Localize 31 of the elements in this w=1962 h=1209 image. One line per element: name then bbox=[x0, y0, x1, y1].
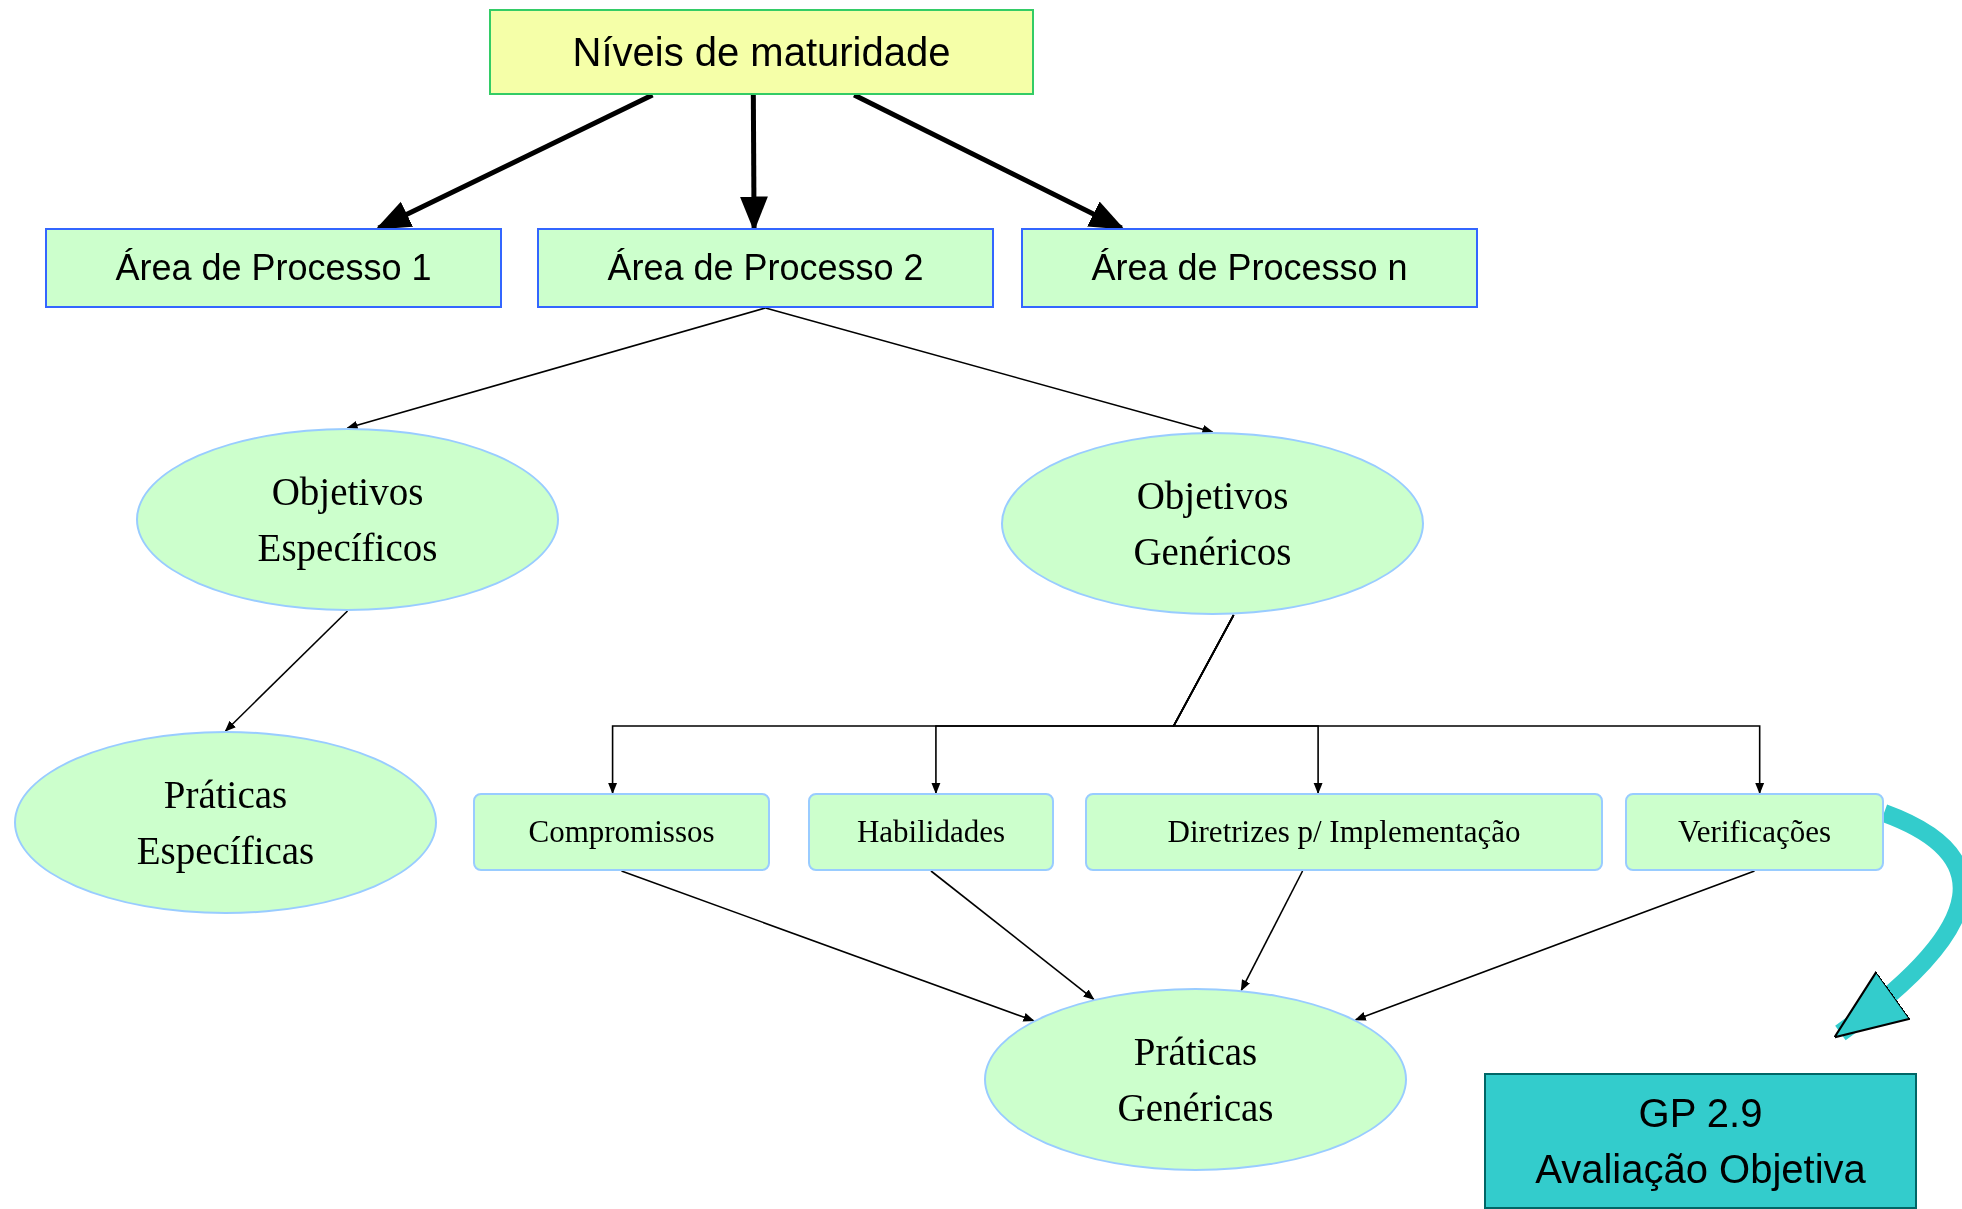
node-label: Objetivos Genéricos bbox=[1132, 472, 1293, 575]
node-label: Objetivos Específicos bbox=[256, 468, 439, 572]
arrow bbox=[224, 610, 349, 732]
arrow bbox=[1354, 870, 1756, 1021]
node-label: Avaliação Objetiva bbox=[1535, 1146, 1866, 1193]
node-label: Área de Processo 2 bbox=[607, 246, 924, 290]
process-area-box bbox=[537, 228, 994, 308]
practice-box bbox=[1085, 793, 1603, 871]
arrow bbox=[1833, 804, 1962, 1041]
node-label: Verificações bbox=[1677, 812, 1832, 851]
arrow bbox=[620, 870, 1035, 1022]
node-label: Área de Processo n bbox=[1091, 246, 1408, 290]
node-label: Práticas Específicas bbox=[135, 771, 316, 875]
node-label: Habilidades bbox=[856, 812, 1006, 851]
process-area-box bbox=[1021, 228, 1478, 308]
node-label: Níveis de maturidade bbox=[572, 29, 951, 76]
practice-box bbox=[808, 793, 1054, 871]
node-label: Práticas Genéricas bbox=[1116, 1028, 1275, 1131]
process-area-box bbox=[45, 228, 502, 308]
arrow bbox=[764, 307, 1214, 434]
node-label: Compromissos bbox=[528, 812, 715, 851]
arrow bbox=[346, 307, 767, 430]
node-label: Área de Processo 1 bbox=[115, 246, 432, 290]
node-label: GP 2.9 bbox=[1638, 1090, 1763, 1137]
practice-box bbox=[1625, 793, 1884, 871]
node-label: Diretrizes p/ Implementação bbox=[1167, 812, 1521, 851]
arrow bbox=[930, 870, 1095, 1001]
practice-box bbox=[473, 793, 770, 871]
title-box bbox=[489, 9, 1034, 95]
highlight-box bbox=[1484, 1073, 1917, 1209]
arrow bbox=[1172, 614, 1765, 795]
